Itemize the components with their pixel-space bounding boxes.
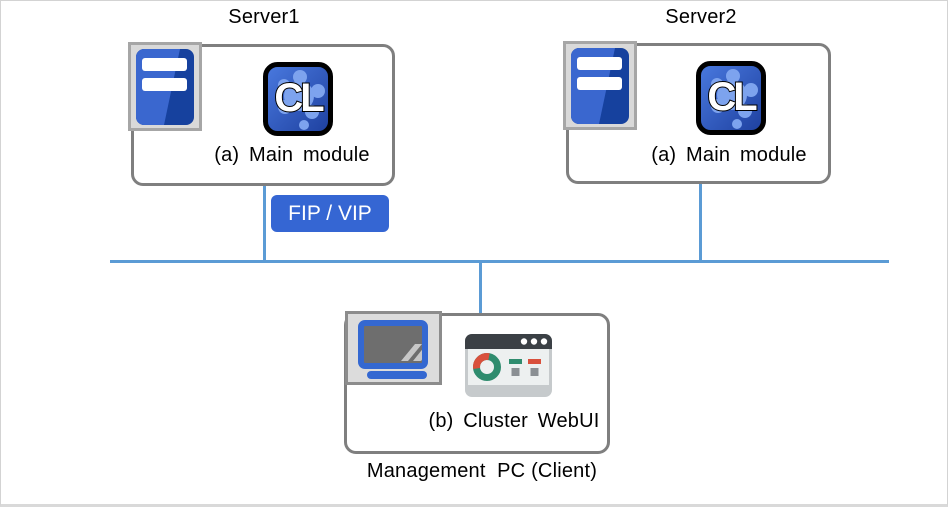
network-line-management-pc — [479, 262, 482, 314]
cluster-app-icon — [696, 61, 766, 135]
server2-title: Server2 — [665, 6, 737, 28]
server2-module-label: (a) Main module — [651, 144, 807, 166]
server-tower-icon — [563, 41, 637, 130]
management-pc-caption: Management PC (Client) — [366, 460, 598, 482]
server-tower-icon — [128, 42, 202, 131]
laptop-icon — [345, 311, 442, 385]
cluster-webui-label: (b) Cluster WebUI — [428, 410, 600, 432]
server1-module-label: (a) Main module — [214, 144, 370, 166]
cluster-app-icon — [263, 62, 333, 136]
webui-browser-icon — [465, 334, 552, 397]
server1-title: Server1 — [228, 6, 300, 28]
network-line-server1 — [263, 185, 266, 262]
network-line-horizontal — [110, 260, 889, 263]
fip-vip-badge: FIP / VIP — [271, 195, 389, 232]
network-line-server2 — [699, 183, 702, 262]
